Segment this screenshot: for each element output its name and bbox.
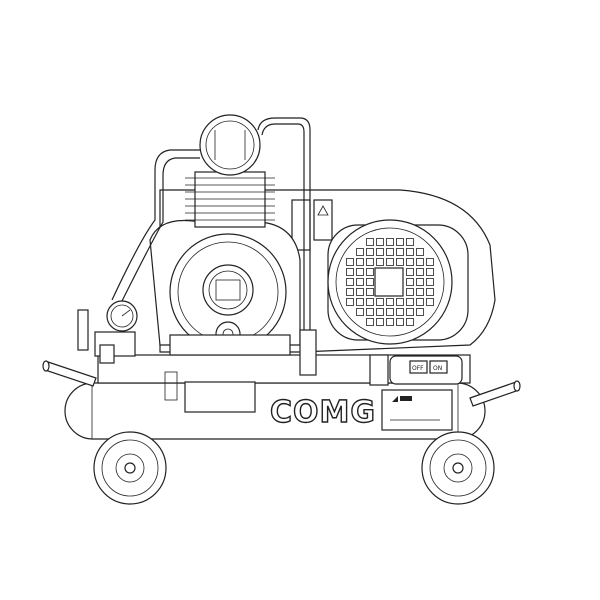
vent-square <box>366 318 374 326</box>
vent-square <box>406 298 414 306</box>
vent-square <box>406 318 414 326</box>
pressure-gauge <box>77 300 138 364</box>
badge-emblem <box>202 264 254 316</box>
vent-square <box>376 318 384 326</box>
vent-square <box>406 248 414 256</box>
right-handle <box>469 380 521 407</box>
vent-square <box>396 238 404 246</box>
vent-square <box>406 288 414 296</box>
electric-motor <box>327 219 469 345</box>
vent-square <box>396 298 404 306</box>
vent-square <box>356 288 364 296</box>
vent-square <box>406 258 414 266</box>
vent-square <box>356 268 364 276</box>
vent-square <box>426 268 434 276</box>
vent-square <box>346 298 354 306</box>
vent-square <box>386 298 394 306</box>
logo-plate <box>381 389 453 431</box>
vent-square <box>416 278 424 286</box>
vent-square <box>376 298 384 306</box>
vent-square <box>416 298 424 306</box>
crankcase <box>149 219 301 356</box>
cylinder <box>185 114 275 228</box>
vent-square <box>356 298 364 306</box>
vent-square <box>376 248 384 256</box>
vent-square <box>416 268 424 276</box>
vent-square <box>376 238 384 246</box>
vent-square <box>416 258 424 266</box>
vent-square <box>396 248 404 256</box>
vent-square <box>366 248 374 256</box>
vent-square <box>346 268 354 276</box>
motor-vent-grid <box>346 238 434 326</box>
vent-square <box>366 238 374 246</box>
vent-square <box>426 278 434 286</box>
vent-square <box>386 258 394 266</box>
pressure-switch: OFF ON <box>389 355 463 385</box>
vent-square <box>346 278 354 286</box>
vent-square <box>386 238 394 246</box>
vent-square <box>366 278 374 286</box>
vent-square <box>366 258 374 266</box>
vent-square <box>376 308 384 316</box>
off-label: OFF <box>412 365 424 372</box>
vent-square <box>406 278 414 286</box>
vent-square <box>346 288 354 296</box>
vent-square <box>356 258 364 266</box>
vent-square <box>386 318 394 326</box>
vent-square <box>356 308 364 316</box>
vent-square <box>426 288 434 296</box>
vent-square <box>396 318 404 326</box>
vent-square <box>356 248 364 256</box>
left-handle <box>42 360 97 387</box>
vent-square <box>416 308 424 316</box>
vent-square <box>406 268 414 276</box>
vent-square <box>406 238 414 246</box>
vent-square <box>426 258 434 266</box>
right-wheel <box>421 431 495 505</box>
vent-square <box>366 268 374 276</box>
off-button <box>409 360 428 374</box>
vent-square <box>356 278 364 286</box>
vent-square <box>406 308 414 316</box>
vent-square <box>416 288 424 296</box>
vent-square <box>366 288 374 296</box>
discharge-pipe <box>111 117 317 376</box>
on-button <box>429 360 448 374</box>
vent-square <box>366 308 374 316</box>
vent-square <box>416 248 424 256</box>
vent-square <box>386 308 394 316</box>
vent-square <box>346 258 354 266</box>
vent-square <box>396 308 404 316</box>
vent-square <box>386 248 394 256</box>
vent-square <box>426 298 434 306</box>
vent-square <box>396 258 404 266</box>
on-label: ON <box>433 365 442 372</box>
brand-text: COMG <box>270 395 376 430</box>
left-wheel <box>93 431 167 505</box>
vent-square <box>366 298 374 306</box>
vent-square <box>376 258 384 266</box>
